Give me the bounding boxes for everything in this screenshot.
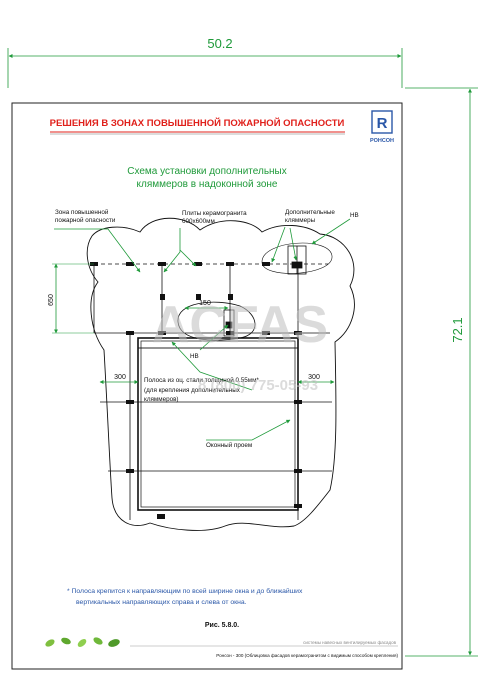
label-extra-line2: кляммеры (285, 217, 316, 224)
window-opening (137, 337, 299, 511)
leaf-icon (61, 637, 71, 645)
label-strip-line1: Полоса из оц. стали толщиной 0.55мм* (144, 376, 259, 384)
header-title: РЕШЕНИЯ В ЗОНАХ ПОВЫШЕННОЙ ПОЖАРНОЙ ОПАС… (50, 117, 345, 129)
note-line2: вертикальных направляющих справа и слева… (76, 599, 247, 606)
leaf-icon (93, 637, 103, 645)
dim-left-300-label: 300 (114, 374, 126, 381)
dim-150-label: 150 (199, 300, 211, 307)
leaf-icon (108, 639, 120, 647)
note-line1: * Полоса крепится к направляющим по всей… (67, 587, 303, 595)
label-strip-line3: кляммеров) (144, 396, 179, 403)
nv-detail-middle (177, 301, 256, 341)
label-nv-top: НВ (350, 212, 359, 219)
width-dimension: 50.2 (7, 36, 403, 88)
sheet-frame (11, 102, 403, 670)
label-nv-middle: НВ (190, 353, 199, 360)
diagram-labels: Зона повышенной пожарной опасности Плиты… (55, 208, 359, 449)
figure-caption: Рис. 5.8.0. (205, 622, 239, 629)
label-zone-line2: пожарной опасности (55, 216, 116, 224)
leaf-icons (45, 637, 120, 647)
header: РЕШЕНИЯ В ЗОНАХ ПОВЫШЕННОЙ ПОЖАРНОЙ ОПАС… (50, 110, 394, 144)
diagram-title-line1: Схема установки дополнительных (127, 166, 287, 177)
logo-text: РОНСОН (370, 138, 394, 144)
dim-left-300: 300 (99, 374, 139, 384)
leader-lines (54, 218, 351, 441)
label-zone-line1: Зона повышенной (55, 208, 109, 216)
footer: системы навесных вентилируемых фасадов Р… (45, 637, 398, 658)
height-label: 72.1 (450, 317, 465, 342)
dim-right-300-label: 300 (308, 374, 320, 381)
label-opening: Оконный проем (206, 441, 252, 449)
label-strip-line2: (для крепления дополнительных (144, 387, 241, 394)
dim-right-300: 300 (297, 374, 335, 384)
logo-letter: R (377, 115, 388, 132)
diagram-title-line2: кляммеров в надоконной зоне (137, 179, 278, 190)
leaf-icon (77, 639, 87, 647)
leaf-icon (45, 639, 55, 647)
width-label: 50.2 (207, 36, 232, 51)
footer-text: Ронсон - 300 (Облицовка фасадов керамогр… (216, 653, 398, 658)
label-tiles-line2: 600х600мм (182, 218, 215, 225)
footer-tagline: системы навесных вентилируемых фасадов (303, 640, 397, 645)
footnote: * Полоса крепится к направляющим по всей… (67, 587, 303, 606)
dim-650-label: 650 (48, 294, 55, 306)
dim-150: 150 (184, 300, 229, 310)
watermark-brand: ACFAS (152, 296, 328, 354)
ronson-logo: R РОНСОН (370, 110, 394, 144)
fire-zone-boundary (86, 217, 355, 531)
height-dimension: 72.1 (405, 87, 478, 657)
label-extra-line1: Дополнительные (285, 209, 335, 216)
label-tiles-line1: Плиты керамогранита (182, 210, 247, 217)
watermark: ACFAS 8 (800) 775-05-93 (152, 296, 328, 394)
watermark-phone: 8 (800) 775-05-93 (198, 377, 318, 394)
dim-650: 650 (48, 263, 94, 334)
